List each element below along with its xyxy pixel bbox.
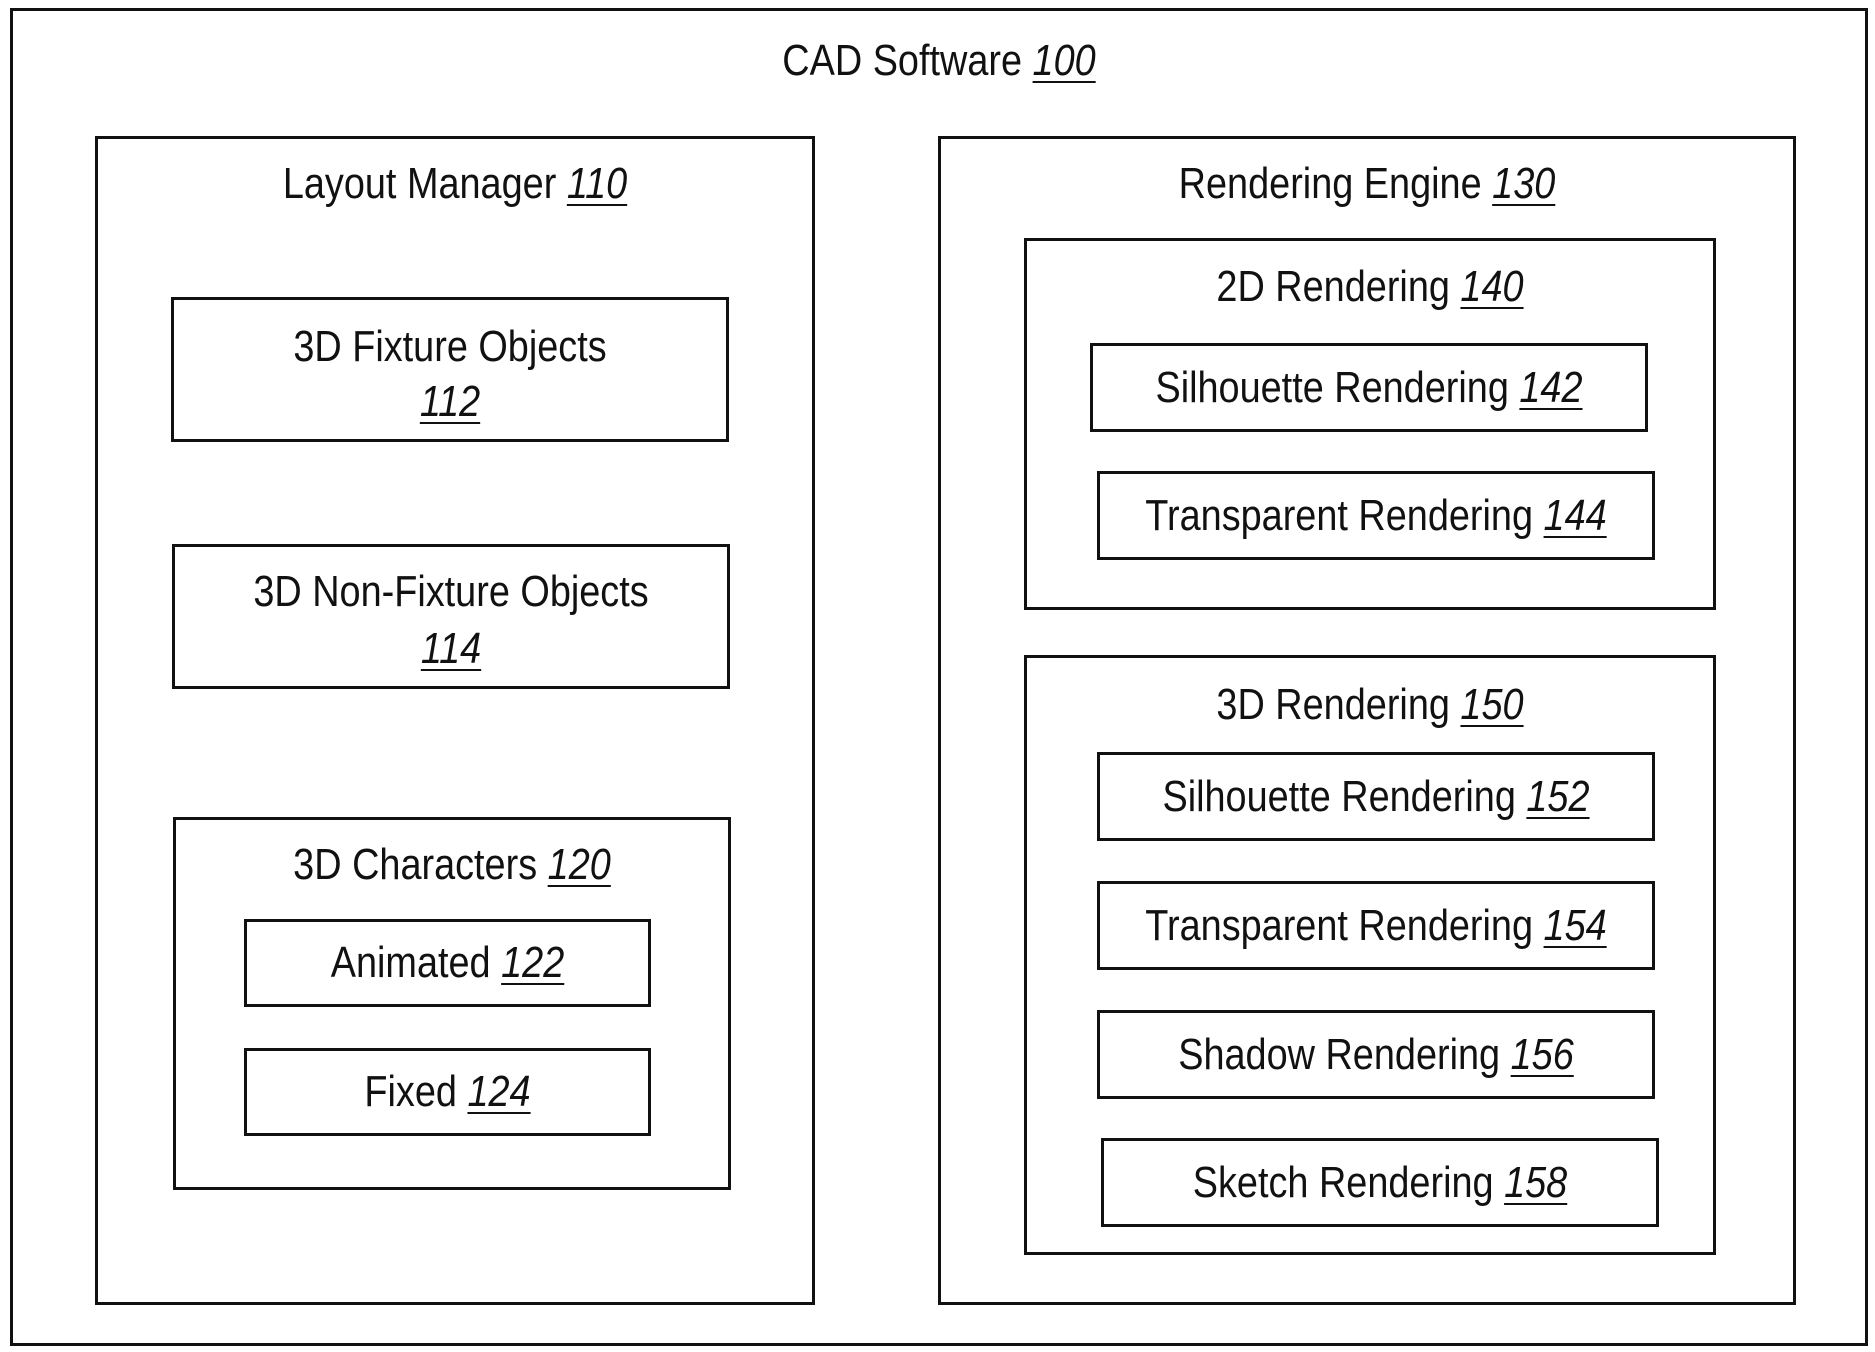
cad-software-ref: 100 [1032, 36, 1096, 85]
fixed-ref: 124 [467, 1067, 531, 1116]
fixture-objects-box: 3D Fixture Objects 112 [171, 297, 729, 442]
transparent-3d-label: Transparent Rendering [1145, 900, 1534, 950]
sketch-3d-box: Sketch Rendering 158 [1101, 1138, 1659, 1227]
fixture-objects-label: 3D Fixture Objects [293, 322, 607, 371]
non-fixture-objects-ref-line: 114 [214, 621, 689, 677]
rendering-2d-label: 2D Rendering [1216, 262, 1450, 311]
fixed-box: Fixed 124 [244, 1048, 651, 1136]
shadow-3d-label: Shadow Rendering [1178, 1029, 1501, 1079]
silhouette-2d-ref: 142 [1519, 362, 1583, 412]
characters-label: 3D Characters [293, 840, 538, 889]
silhouette-3d-text: Silhouette Rendering 152 [1139, 769, 1614, 825]
transparent-2d-label: Transparent Rendering [1145, 490, 1534, 540]
rendering-2d-ref: 140 [1460, 262, 1524, 311]
sketch-3d-text: Sketch Rendering 158 [1143, 1155, 1618, 1211]
non-fixture-objects-label: 3D Non-Fixture Objects [253, 567, 649, 616]
shadow-3d-ref: 156 [1510, 1029, 1574, 1079]
animated-text: Animated 122 [275, 935, 620, 991]
rendering-engine-label: Rendering Engine [1178, 159, 1482, 208]
fixed-label: Fixed [364, 1067, 457, 1116]
transparent-2d-text: Transparent Rendering 144 [1139, 488, 1614, 544]
non-fixture-objects-ref: 114 [420, 624, 482, 673]
transparent-3d-box: Transparent Rendering 154 [1097, 881, 1655, 970]
animated-label: Animated [330, 938, 491, 987]
transparent-2d-box: Transparent Rendering 144 [1097, 471, 1655, 560]
silhouette-3d-box: Silhouette Rendering 152 [1097, 752, 1655, 841]
transparent-3d-text: Transparent Rendering 154 [1139, 898, 1614, 954]
cad-software-label: CAD Software [782, 36, 1023, 85]
rendering-engine-title: Rendering Engine 130 [1001, 156, 1734, 212]
animated-box: Animated 122 [244, 919, 651, 1007]
silhouette-2d-label: Silhouette Rendering [1155, 362, 1509, 412]
transparent-3d-ref: 154 [1543, 900, 1607, 950]
shadow-3d-box: Shadow Rendering 156 [1097, 1010, 1655, 1099]
sketch-3d-ref: 158 [1504, 1157, 1568, 1207]
silhouette-3d-label: Silhouette Rendering [1162, 771, 1516, 821]
rendering-engine-ref: 130 [1492, 159, 1556, 208]
shadow-3d-text: Shadow Rendering 156 [1139, 1027, 1614, 1083]
rendering-3d-title: 3D Rendering 150 [1075, 677, 1665, 733]
fixture-objects-ref-line: 112 [213, 374, 688, 430]
non-fixture-objects-box: 3D Non-Fixture Objects 114 [172, 544, 730, 689]
characters-title: 3D Characters 120 [215, 837, 690, 893]
layout-manager-title: Layout Manager 110 [148, 156, 762, 212]
layout-manager-ref: 110 [566, 159, 628, 208]
rendering-3d-ref: 150 [1460, 680, 1524, 729]
silhouette-2d-box: Silhouette Rendering 142 [1090, 343, 1648, 432]
transparent-2d-ref: 144 [1543, 490, 1607, 540]
layout-manager-label: Layout Manager [282, 159, 557, 208]
fixed-text: Fixed 124 [275, 1064, 620, 1120]
rendering-2d-title: 2D Rendering 140 [1075, 259, 1665, 315]
characters-ref: 120 [547, 840, 611, 889]
fixture-objects-ref: 112 [419, 377, 481, 426]
sketch-3d-label: Sketch Rendering [1192, 1157, 1494, 1207]
rendering-3d-label: 3D Rendering [1216, 680, 1450, 729]
silhouette-2d-text: Silhouette Rendering 142 [1132, 360, 1607, 416]
cad-software-title: CAD Software 100 [143, 33, 1736, 89]
animated-ref: 122 [501, 938, 565, 987]
silhouette-3d-ref: 152 [1526, 771, 1590, 821]
